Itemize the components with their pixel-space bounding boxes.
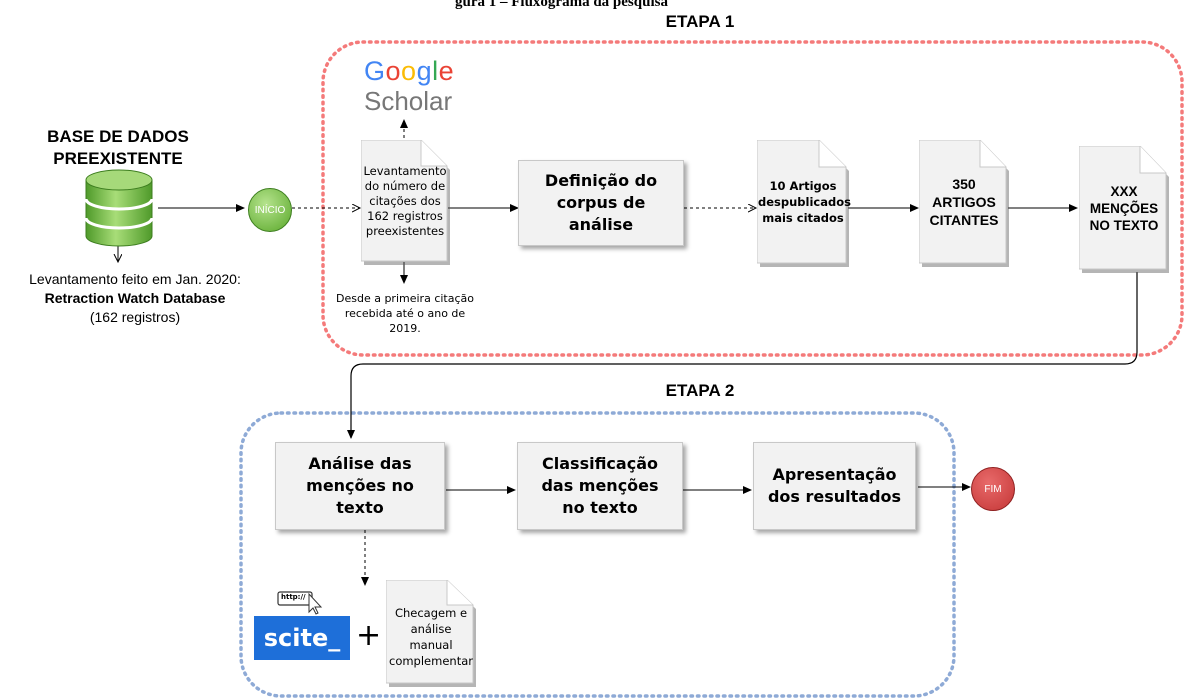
end-node: FIM xyxy=(971,467,1015,511)
start-label: INÍCIO xyxy=(254,204,286,216)
etapa1-frame xyxy=(321,40,1184,357)
url-icon-text: http:// xyxy=(281,593,306,601)
database-title-line2: PREEXISTENTE xyxy=(53,149,183,168)
analise-text: Análise das menções no texto xyxy=(306,454,414,517)
document-shape-icon xyxy=(757,140,849,267)
citantes-text: 350 ARTIGOS CITANTES xyxy=(929,176,999,228)
database-note-line3: (162 registros) xyxy=(89,309,181,325)
levantamento-document: Levantamento do número de citações dos 1… xyxy=(361,140,450,265)
end-label: FIM xyxy=(984,483,1002,495)
levantamento-text: Levantamento do número de citações dos 1… xyxy=(363,163,447,238)
apresentacao-box: Apresentação dos resultados xyxy=(753,442,916,530)
etapa2-title: ETAPA 2 xyxy=(665,381,735,400)
mencoes-document: XXX MENÇÕES NO TEXTO xyxy=(1079,146,1169,273)
document-shape-icon xyxy=(1079,146,1169,273)
checagem-text: Checagem e análise manual complementar xyxy=(389,606,473,668)
database-note-line2: Retraction Watch Database xyxy=(44,290,226,306)
google-scholar-logo: Google Scholar xyxy=(364,56,454,116)
classificacao-box: Classificação das menções no texto xyxy=(517,442,683,530)
artigos-document: 10 Artigos despublicados mais citados xyxy=(757,140,851,267)
definicao-box: Definição do corpus de análise xyxy=(518,160,684,246)
document-shape-icon xyxy=(361,140,450,265)
database-title-line1: BASE DE DADOS xyxy=(47,127,189,146)
url-cursor-icon: http:// xyxy=(277,590,323,615)
figure-caption: gura 1 – Fluxograma da pesquisa xyxy=(455,0,668,10)
document-shape-icon xyxy=(386,580,476,687)
artigos-text: 10 Artigos despublicados mais citados xyxy=(758,179,851,225)
mencoes-text: XXX MENÇÕES NO TEXTO xyxy=(1089,183,1159,233)
etapa1-title: ETAPA 1 xyxy=(665,12,735,31)
database-note-line1: Levantamento feito em Jan. 2020: xyxy=(29,271,241,287)
apresentacao-text: Apresentação dos resultados xyxy=(767,465,902,506)
google-wordmark: Google xyxy=(364,56,455,86)
database-note: Levantamento feito em Jan. 2020: Retract… xyxy=(4,270,266,327)
scite-logo: scite_ xyxy=(254,616,350,660)
levantamento-note: Desde a primeira citação recebida até o … xyxy=(336,292,474,335)
checagem-document: Checagem e análise manual complementar xyxy=(386,580,476,687)
database-title: BASE DE DADOS PREEXISTENTE xyxy=(18,126,218,170)
database-icon xyxy=(84,169,154,247)
document-shape-icon xyxy=(919,140,1009,267)
classificacao-text: Classificação das menções no texto xyxy=(541,454,659,517)
analise-box: Análise das menções no texto xyxy=(275,442,445,530)
plus-sign: + xyxy=(356,618,382,653)
start-node: INÍCIO xyxy=(248,188,292,232)
scite-logo-text: scite_ xyxy=(263,624,341,652)
definicao-text: Definição do corpus de análise xyxy=(544,171,658,234)
citantes-document: 350 ARTIGOS CITANTES xyxy=(919,140,1009,267)
scholar-wordmark: Scholar xyxy=(364,86,453,116)
